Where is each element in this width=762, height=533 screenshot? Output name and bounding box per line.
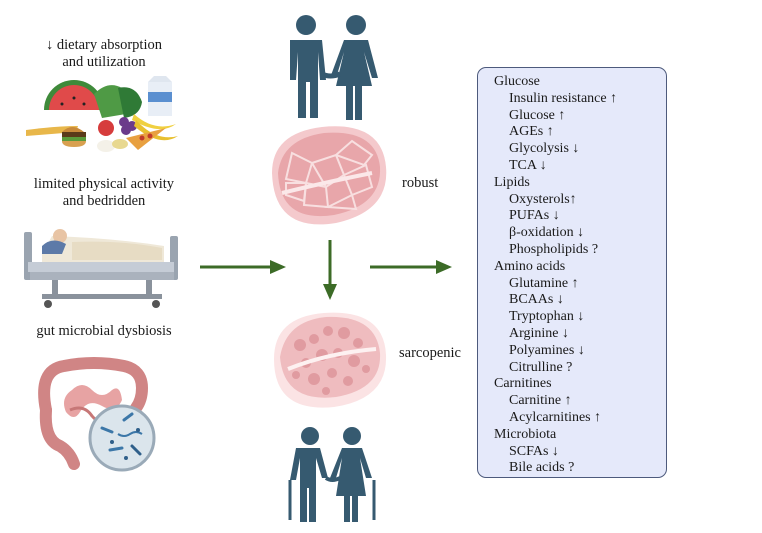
robust-muscle-icon (272, 126, 387, 225)
marker-item: Carnitine ↑ (509, 393, 572, 409)
elderly-couple-icon (288, 427, 376, 522)
category-amino-acids: Amino acids (494, 258, 566, 274)
marker-item: SCFAs ↓ (509, 443, 559, 459)
food-icon (26, 76, 178, 152)
marker-item: Phospholipids ? (509, 241, 599, 257)
marker-item: PUFAs ↓ (509, 208, 560, 224)
marker-item: BCAAs ↓ (509, 292, 564, 308)
marker-item: Glycolysis ↓ (509, 141, 580, 157)
hospital-bed-icon (24, 229, 178, 308)
dietary-factor-caption: ↓ dietary absorption and utilization (46, 37, 162, 70)
marker-item: Arginine ↓ (509, 325, 570, 341)
microbial-factor-caption: gut microbial dysbiosis (36, 323, 172, 339)
young-couple-icon (290, 15, 378, 120)
category-carnitines: Carnitines (494, 376, 552, 392)
marker-item: TCA ↓ (509, 157, 547, 173)
robust-label: robust (402, 175, 439, 191)
activity-factor-caption: limited physical activity and bedridden (33, 176, 175, 209)
marker-item: β-oxidation ↓ (509, 225, 585, 241)
category-glucose: Glucose (494, 74, 540, 89)
marker-item: Glucose ↑ (509, 107, 566, 123)
biomarker-panel: Glucose Insulin resistance ↑ Glucose ↑ A… (477, 67, 667, 478)
marker-item: Polyamines ↓ (509, 342, 585, 358)
decline-arrow (323, 240, 337, 300)
marker-item: Glutamine ↑ (509, 275, 579, 291)
marker-item: AGEs ↑ (509, 124, 554, 140)
inputs-arrow (200, 260, 286, 274)
category-microbiota: Microbiota (494, 426, 557, 442)
sarcopenic-label: sarcopenic (399, 345, 461, 361)
marker-item: Bile acids ? (509, 460, 575, 476)
outputs-arrow (370, 260, 452, 274)
marker-item: Citrulline ? (509, 359, 573, 375)
category-lipids: Lipids (494, 174, 530, 190)
sarcopenic-muscle-icon (274, 312, 387, 408)
marker-item: Tryptophan ↓ (509, 309, 585, 325)
marker-item: Acylcarnitines ↑ (509, 409, 602, 425)
marker-item: Insulin resistance ↑ (509, 90, 618, 106)
marker-item: Oxysterols↑ (509, 191, 577, 207)
intestine-icon (38, 357, 156, 472)
